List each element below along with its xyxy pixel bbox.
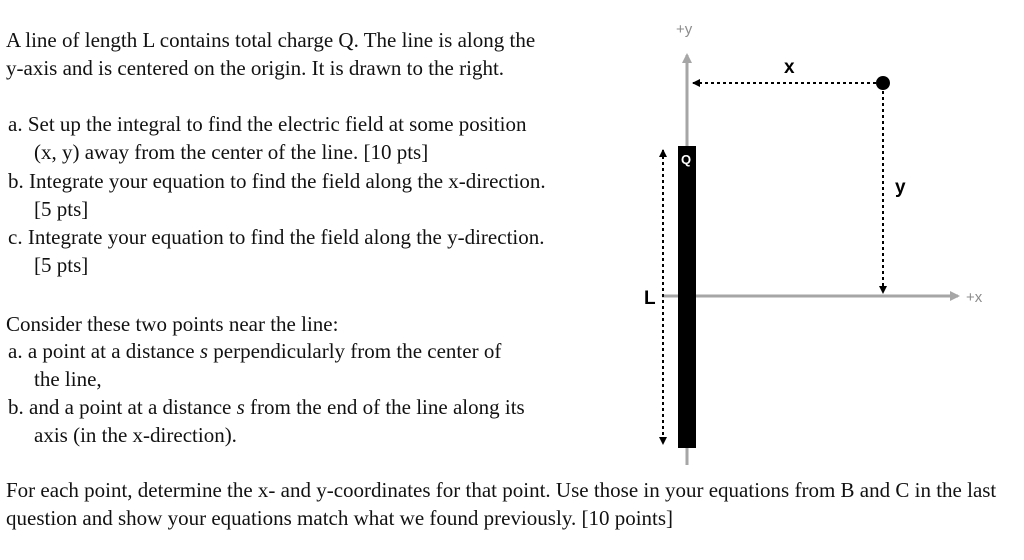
point-b: b. and a point at a distance s from the … [8, 393, 525, 449]
intro-line-2: y-axis and is centered on the origin. It… [6, 56, 505, 80]
point-b-line2: axis (in the x-direction). [34, 423, 237, 447]
point-a-line1: a. a point at a distance s perpendicular… [8, 339, 502, 363]
part-a-line2: (x, y) away from the center of the line.… [34, 140, 429, 164]
x-distance-label: x [784, 57, 795, 78]
part-c: c. Integrate your equation to find the f… [8, 223, 544, 279]
part-b-line2: [5 pts] [34, 197, 89, 221]
point-a: a. a point at a distance s perpendicular… [8, 337, 501, 393]
y-axis-label: +y [676, 21, 693, 38]
point-a-line2: the line, [34, 367, 102, 391]
y-distance-label: y [895, 177, 906, 198]
part-b: b. Integrate your equation to find the f… [8, 167, 546, 223]
intro-line-1: A line of length L contains total charge… [6, 28, 536, 52]
point-b-line1: b. and a point at a distance s from the … [8, 395, 525, 419]
part-a-line1: a. Set up the integral to find the elect… [8, 112, 527, 136]
length-label: L [644, 288, 656, 309]
consider-heading: Consider these two points near the line: [6, 312, 339, 336]
charge-label: Q [681, 152, 691, 167]
part-b-line1: b. Integrate your equation to find the f… [8, 169, 546, 193]
charged-rod [678, 146, 696, 448]
part-c-line2: [5 pts] [34, 253, 89, 277]
field-point [876, 76, 890, 90]
part-c-line1: c. Integrate your equation to find the f… [8, 225, 545, 249]
part-a: a. Set up the integral to find the elect… [8, 110, 526, 166]
x-axis-label: +x [966, 289, 983, 306]
final-instructions: For each point, determine the x- and y-c… [6, 478, 997, 530]
